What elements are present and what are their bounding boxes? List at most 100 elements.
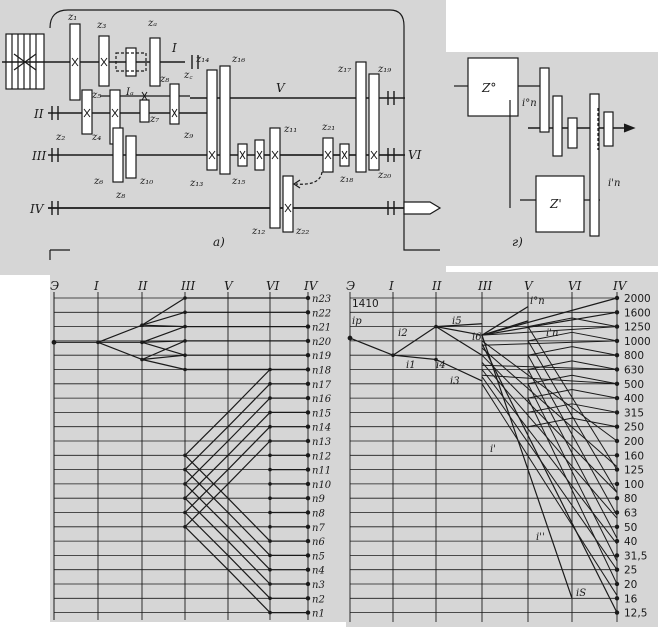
label-z17: z₁₇ bbox=[337, 64, 351, 75]
left-ray bbox=[227, 497, 271, 542]
left-ray bbox=[227, 426, 271, 471]
right-end-dot bbox=[614, 596, 620, 601]
scheme-g bbox=[454, 57, 636, 237]
right-col-label-5: VI bbox=[568, 279, 582, 293]
right-ray bbox=[527, 397, 618, 585]
left-node bbox=[183, 324, 187, 329]
left-col-label-3: III bbox=[180, 279, 195, 293]
left-node bbox=[183, 296, 187, 300]
left-speed-label: n6 bbox=[312, 537, 325, 548]
right-speed-label: 630 bbox=[624, 365, 644, 377]
left-speed-label: n9 bbox=[312, 494, 325, 505]
left-node bbox=[268, 467, 272, 472]
left-col-label-1: I bbox=[93, 279, 99, 293]
left-node bbox=[140, 357, 144, 362]
label-z7: z₇ bbox=[149, 114, 159, 125]
right-speed-label: 16 bbox=[624, 593, 638, 605]
ratio-label-10: i'' bbox=[536, 532, 545, 543]
label-z21: z₂₁ bbox=[321, 122, 335, 133]
left-ray bbox=[227, 540, 271, 585]
left-ray bbox=[227, 569, 271, 614]
left-ray bbox=[184, 483, 229, 528]
left-col-label-0: Э bbox=[50, 279, 59, 293]
right-end-dot bbox=[614, 553, 620, 558]
right-end-dot bbox=[614, 524, 620, 529]
left-speed-label: n19 bbox=[312, 351, 332, 362]
left-node bbox=[268, 453, 272, 458]
left-node bbox=[268, 382, 272, 386]
left-ray bbox=[227, 554, 271, 599]
right-speed-label: 25 bbox=[624, 565, 637, 577]
clutch bbox=[115, 52, 147, 72]
right-ray bbox=[435, 323, 483, 328]
right-end-dot bbox=[614, 481, 620, 487]
box-upper-label: Z° bbox=[481, 81, 496, 95]
left-speed-label: n14 bbox=[312, 423, 331, 434]
right-node bbox=[434, 324, 438, 329]
right-ray bbox=[481, 354, 618, 493]
left-speed-label: n23 bbox=[312, 294, 331, 305]
right-ray bbox=[481, 340, 618, 442]
right-ray bbox=[527, 317, 573, 328]
ratio-label-9: i' bbox=[490, 444, 496, 455]
right-speed-label: 200 bbox=[624, 436, 644, 448]
right-col-label-6: IV bbox=[612, 279, 628, 293]
left-ray bbox=[184, 411, 229, 456]
left-node bbox=[96, 340, 100, 345]
box-z-lower bbox=[535, 175, 585, 233]
left-node bbox=[268, 439, 272, 443]
left-ray bbox=[141, 354, 186, 361]
housing-bottom-left bbox=[49, 249, 70, 260]
left-ray bbox=[227, 440, 271, 485]
right-speed-label: 315 bbox=[624, 407, 644, 419]
ratio-label-5: i3 bbox=[450, 376, 460, 387]
g-gears bbox=[539, 67, 614, 237]
right-ray bbox=[527, 369, 618, 539]
right-col-label-0: Э bbox=[346, 279, 355, 293]
left-ray bbox=[141, 341, 186, 356]
right-ray bbox=[435, 326, 483, 356]
left-ray bbox=[141, 326, 186, 343]
right-ray bbox=[571, 417, 618, 428]
left-ray bbox=[141, 340, 186, 361]
left-ray bbox=[184, 440, 229, 485]
motor-speed-label: 1410 bbox=[352, 298, 379, 310]
label-z16: z₁₆ bbox=[231, 54, 245, 65]
left-ray bbox=[141, 340, 186, 343]
scheme-a bbox=[2, 9, 442, 260]
left-node bbox=[140, 323, 144, 327]
right-ray bbox=[571, 374, 618, 385]
caption-g: г) bbox=[512, 235, 523, 249]
label-shaft-VI: VI bbox=[408, 148, 422, 162]
right-ray bbox=[481, 369, 618, 545]
right-speed-label: 800 bbox=[624, 350, 644, 362]
right-speed-label: 1600 bbox=[624, 307, 651, 319]
left-col-label-2: II bbox=[137, 279, 148, 293]
graph-left-paper bbox=[50, 272, 346, 622]
label-z2: z₂ bbox=[55, 132, 65, 143]
right-ray bbox=[392, 354, 437, 361]
right-speed-label: 80 bbox=[624, 493, 637, 505]
right-input-dot bbox=[347, 335, 353, 341]
right-ray bbox=[481, 326, 618, 336]
label-z4: z₄ bbox=[91, 132, 101, 143]
left-speed-label: n16 bbox=[312, 394, 332, 405]
right-ray bbox=[435, 358, 483, 382]
right-ray bbox=[571, 317, 618, 328]
right-speed-label: 40 bbox=[624, 536, 637, 548]
shift-arrow bbox=[295, 171, 323, 185]
right-speed-label: 125 bbox=[624, 465, 644, 477]
left-node bbox=[183, 339, 187, 343]
label-z15: z₁₅ bbox=[231, 176, 245, 187]
label-z12: z₁₂ bbox=[251, 226, 265, 237]
label-z13: z₁₃ bbox=[189, 178, 203, 189]
right-speed-label: 2000 bbox=[624, 293, 651, 305]
ratio-label-6: i6 bbox=[472, 332, 482, 343]
right-speed-label: 100 bbox=[624, 479, 644, 491]
left-speed-label: n22 bbox=[312, 308, 331, 319]
right-ray bbox=[481, 311, 618, 336]
left-node bbox=[183, 310, 187, 315]
label-z8: z₈ bbox=[115, 190, 125, 201]
right-ray bbox=[392, 326, 437, 356]
label-z11: z₁₁ bbox=[283, 124, 297, 135]
